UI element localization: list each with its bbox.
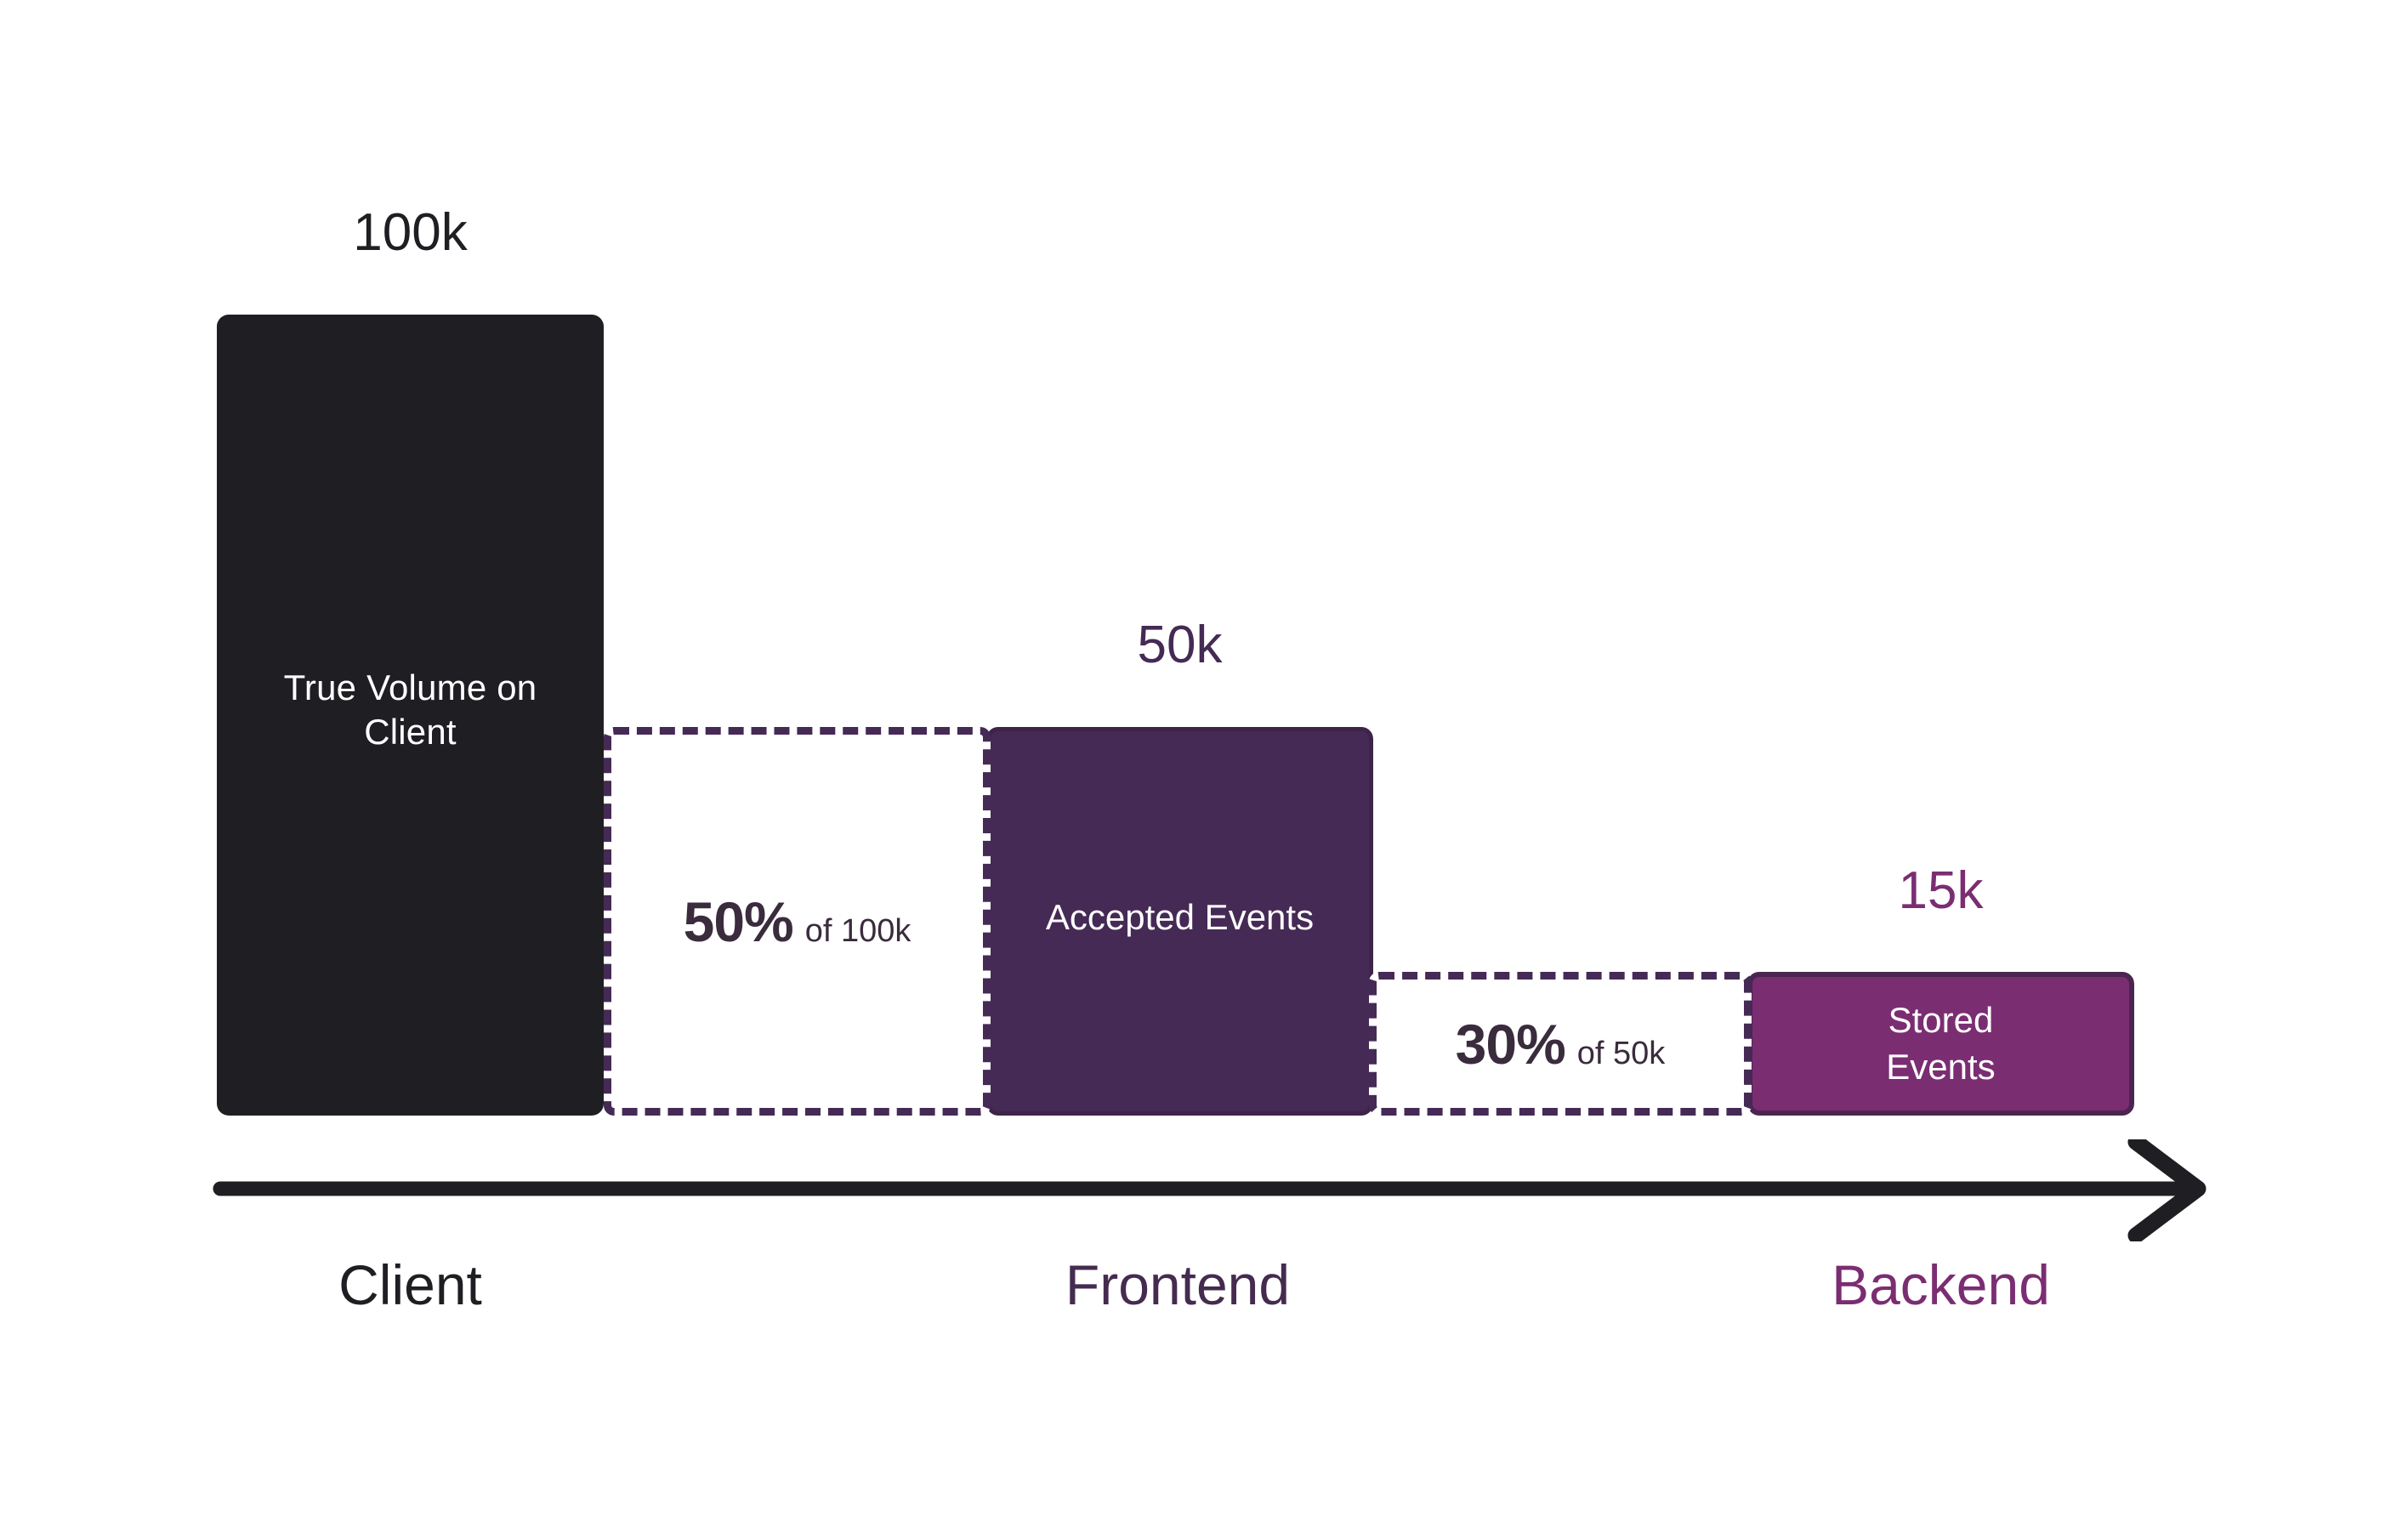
bar-label-line-1: Stored: [1888, 999, 1994, 1040]
bar-label-line-1: True Volume on: [283, 667, 537, 707]
drop-box-client-to-frontend: 50% of 100k: [604, 727, 991, 1116]
value-label-backend: 15k: [1898, 861, 1984, 920]
drop-percent: 30%: [1455, 1012, 1566, 1076]
bar-label-backend: Stored Events: [1828, 997, 2054, 1090]
value-label-frontend: 50k: [1137, 616, 1223, 674]
bar-client: True Volume on Client: [217, 315, 604, 1116]
drop-text: 30% of 50k: [1456, 1012, 1666, 1076]
drop-basis: of 50k: [1576, 1035, 1666, 1071]
stage-label-backend: Backend: [1832, 1253, 2050, 1316]
drop-box-frontend-to-backend: 30% of 50k: [1369, 972, 1752, 1116]
arrow-right-icon: [213, 1133, 2206, 1244]
bar-label-client: True Volume on Client: [247, 666, 572, 755]
bar-label-line-2: Client: [364, 712, 457, 752]
bar-label-frontend: Accepted Events: [1045, 897, 1315, 938]
axis-arrow: [213, 1133, 2219, 1244]
bar-label-line-2: Events: [1886, 1046, 1996, 1087]
value-label-client: 100k: [353, 203, 468, 262]
bar-frontend: Accepted Events: [986, 727, 1373, 1116]
drop-percent: 50%: [683, 889, 794, 953]
bar-backend: Stored Events: [1747, 972, 2134, 1116]
drop-basis: of 100k: [804, 912, 912, 949]
drop-text: 50% of 100k: [684, 889, 912, 954]
stage-label-client: Client: [338, 1253, 482, 1316]
stage-label-frontend: Frontend: [1065, 1253, 1291, 1316]
